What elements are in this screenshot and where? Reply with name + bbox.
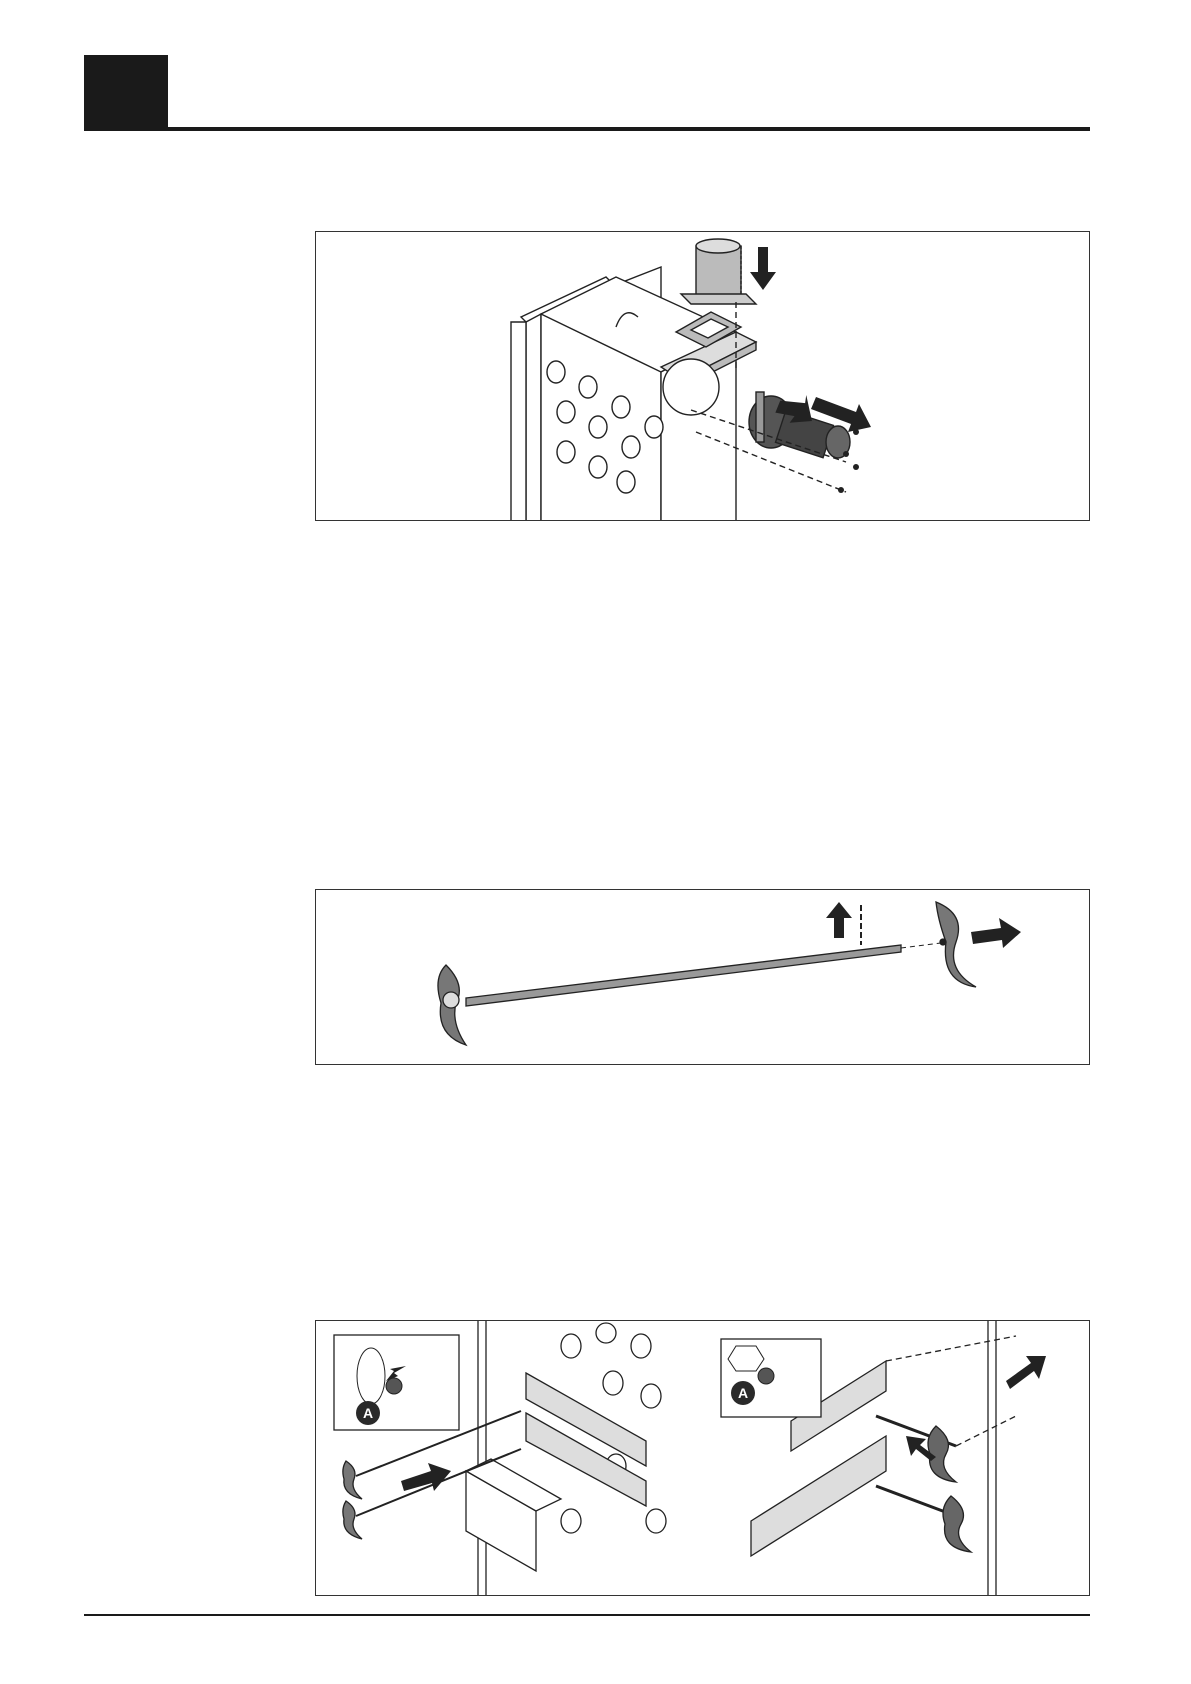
arrow-down-icon xyxy=(750,247,776,290)
blower-assembly-illustration xyxy=(316,232,1090,521)
arrow-right-icon xyxy=(971,918,1021,948)
figure-turbulator-rod xyxy=(315,889,1090,1065)
arrow-up-icon xyxy=(826,902,852,938)
footer-rule xyxy=(84,1614,1090,1616)
marker-a-left: A xyxy=(356,1401,380,1425)
right-paddle xyxy=(936,902,976,987)
rod xyxy=(466,945,901,1006)
left-paddles xyxy=(343,1461,362,1539)
turbulator-illustration xyxy=(316,890,1090,1065)
install-illustration xyxy=(316,1321,1090,1596)
header-rule xyxy=(84,127,1090,131)
arrow-in-right-icon xyxy=(1006,1356,1046,1389)
chapter-tab xyxy=(84,55,168,129)
left-paddle xyxy=(438,965,466,1045)
marker-a-right: A xyxy=(731,1381,755,1405)
figure-blower-assembly xyxy=(315,231,1090,521)
figure-turbulator-install: A A xyxy=(315,1320,1090,1596)
